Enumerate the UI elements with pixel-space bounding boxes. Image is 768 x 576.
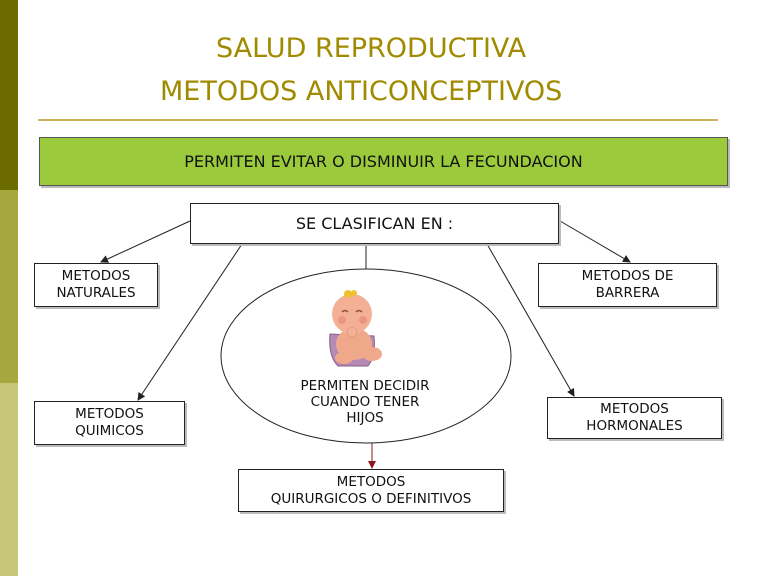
baby-illustration [329, 290, 382, 367]
chemical-methods-text: METODOS QUIMICOS [75, 406, 144, 439]
surgical-methods-text: METODOS QUIRURGICOS O DEFINITIVOS [270, 473, 472, 507]
surgical-methods-box: METODOS QUIRURGICOS O DEFINITIVOS [238, 469, 504, 512]
arrow-to-barrier [559, 220, 631, 263]
hormonal-methods-box: METODOS HORMONALES [547, 397, 722, 439]
barrier-methods-text: METODOS DE BARRERA [581, 268, 674, 301]
arrow-to-hormonal [486, 243, 575, 397]
center-text: PERMITEN DECIDIR CUANDO TENER HIJOS [300, 378, 430, 426]
barrier-methods-box: METODOS DE BARRERA [538, 263, 717, 307]
classify-text: SE CLASIFICAN EN : [295, 214, 454, 233]
arrow-to-natural [100, 220, 191, 263]
natural-methods-text: METODOS NATURALES [56, 268, 136, 301]
sidebar-dark-segment [0, 0, 18, 190]
definition-text: PERMITEN EVITAR O DISMINUIR LA FECUNDACI… [184, 152, 583, 171]
natural-methods-box: METODOS NATURALES [34, 263, 158, 307]
arrow-to-chemical [137, 243, 243, 401]
title-divider [38, 119, 718, 121]
sidebar-mid-segment [0, 190, 18, 383]
chemical-methods-box: METODOS QUIMICOS [34, 401, 185, 445]
title-line-1: SALUD REPRODUCTIVA [216, 33, 527, 64]
sidebar-light-segment [0, 383, 18, 576]
definition-box: PERMITEN EVITAR O DISMINUIR LA FECUNDACI… [39, 137, 728, 186]
hormonal-methods-text: METODOS HORMONALES [586, 401, 683, 434]
classify-box: SE CLASIFICAN EN : [190, 203, 559, 244]
title-line-2: METODOS ANTICONCEPTIVOS [160, 76, 563, 107]
